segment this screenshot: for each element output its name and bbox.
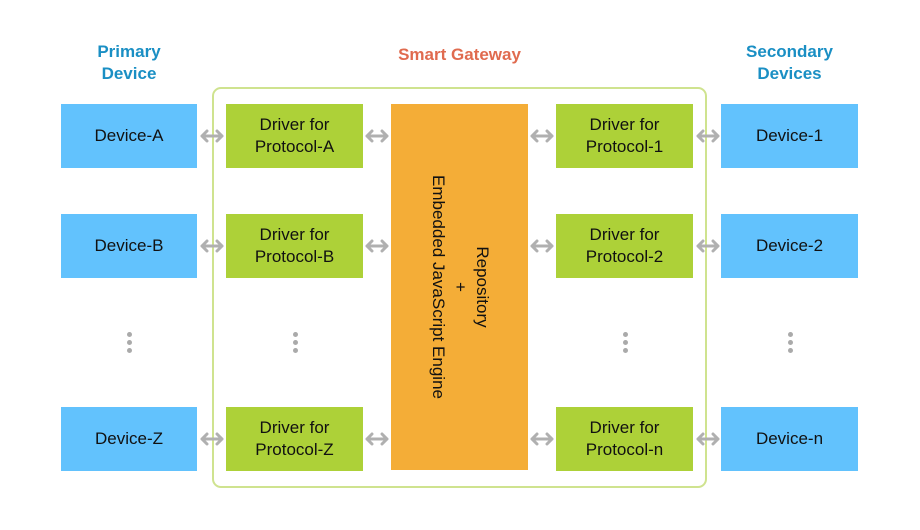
- device-label: Device-2: [755, 236, 824, 255]
- driver-label-line2: Protocol-Z: [255, 440, 334, 459]
- engine-label-line1: Repository: [472, 246, 492, 328]
- bidirectional-arrow-icon: [200, 129, 224, 143]
- engine-label-line3: Embedded JavaScript Engine: [428, 175, 448, 399]
- driver-label-line1: Driver for: [259, 418, 330, 437]
- driver-protocol-a: Driver for Protocol-A: [226, 104, 363, 168]
- driver-label-line1: Driver for: [259, 225, 330, 244]
- secondary-title-line1: Secondary: [746, 42, 833, 61]
- bidirectional-arrow-icon: [696, 239, 720, 253]
- driver-protocol-n: Driver for Protocol-n: [556, 407, 693, 471]
- bidirectional-arrow-icon: [696, 129, 720, 143]
- secondary-title-line2: Devices: [757, 64, 822, 83]
- smart-gateway-container: [212, 87, 707, 488]
- device-label: Device-n: [755, 429, 824, 448]
- driver-protocol-1: Driver for Protocol-1: [556, 104, 693, 168]
- driver-protocol-2: Driver for Protocol-2: [556, 214, 693, 278]
- vertical-ellipsis-icon: [622, 332, 628, 354]
- driver-protocol-b: Driver for Protocol-B: [226, 214, 363, 278]
- primary-device-a: Device-A: [61, 104, 197, 168]
- bidirectional-arrow-icon: [530, 129, 554, 143]
- primary-title-line1: Primary: [97, 42, 161, 61]
- secondary-device-1: Device-1: [721, 104, 858, 168]
- bidirectional-arrow-icon: [200, 239, 224, 253]
- driver-label-line2: Protocol-B: [254, 247, 335, 266]
- bidirectional-arrow-icon: [530, 432, 554, 446]
- driver-label-line2: Protocol-n: [585, 440, 664, 459]
- primary-device-title: Primary Device: [61, 41, 197, 85]
- driver-label-line1: Driver for: [259, 115, 330, 134]
- driver-protocol-z: Driver for Protocol-Z: [226, 407, 363, 471]
- bidirectional-arrow-icon: [365, 432, 389, 446]
- driver-label-line1: Driver for: [589, 418, 660, 437]
- driver-label-line2: Protocol-1: [585, 137, 664, 156]
- device-label: Device-1: [755, 126, 824, 145]
- engine-label: Repository + Embedded JavaScript Engine: [427, 175, 493, 399]
- device-label: Device-A: [94, 126, 164, 145]
- primary-title-line2: Device: [101, 64, 157, 83]
- primary-device-z: Device-Z: [61, 407, 197, 471]
- driver-label-line2: Protocol-2: [585, 247, 664, 266]
- driver-label-line2: Protocol-A: [254, 137, 335, 156]
- vertical-ellipsis-icon: [292, 332, 298, 354]
- secondary-devices-title: Secondary Devices: [721, 41, 858, 85]
- bidirectional-arrow-icon: [365, 129, 389, 143]
- bidirectional-arrow-icon: [696, 432, 720, 446]
- driver-label-line1: Driver for: [589, 225, 660, 244]
- repository-javascript-engine: Repository + Embedded JavaScript Engine: [391, 104, 528, 470]
- driver-label-line1: Driver for: [589, 115, 660, 134]
- secondary-device-n: Device-n: [721, 407, 858, 471]
- vertical-ellipsis-icon: [126, 332, 132, 354]
- smart-gateway-title: Smart Gateway: [398, 45, 521, 64]
- bidirectional-arrow-icon: [200, 432, 224, 446]
- secondary-device-2: Device-2: [721, 214, 858, 278]
- device-label: Device-Z: [94, 429, 163, 448]
- bidirectional-arrow-icon: [530, 239, 554, 253]
- primary-device-b: Device-B: [61, 214, 197, 278]
- device-label: Device-B: [94, 236, 164, 255]
- engine-label-line2: +: [450, 282, 470, 292]
- vertical-ellipsis-icon: [787, 332, 793, 354]
- bidirectional-arrow-icon: [365, 239, 389, 253]
